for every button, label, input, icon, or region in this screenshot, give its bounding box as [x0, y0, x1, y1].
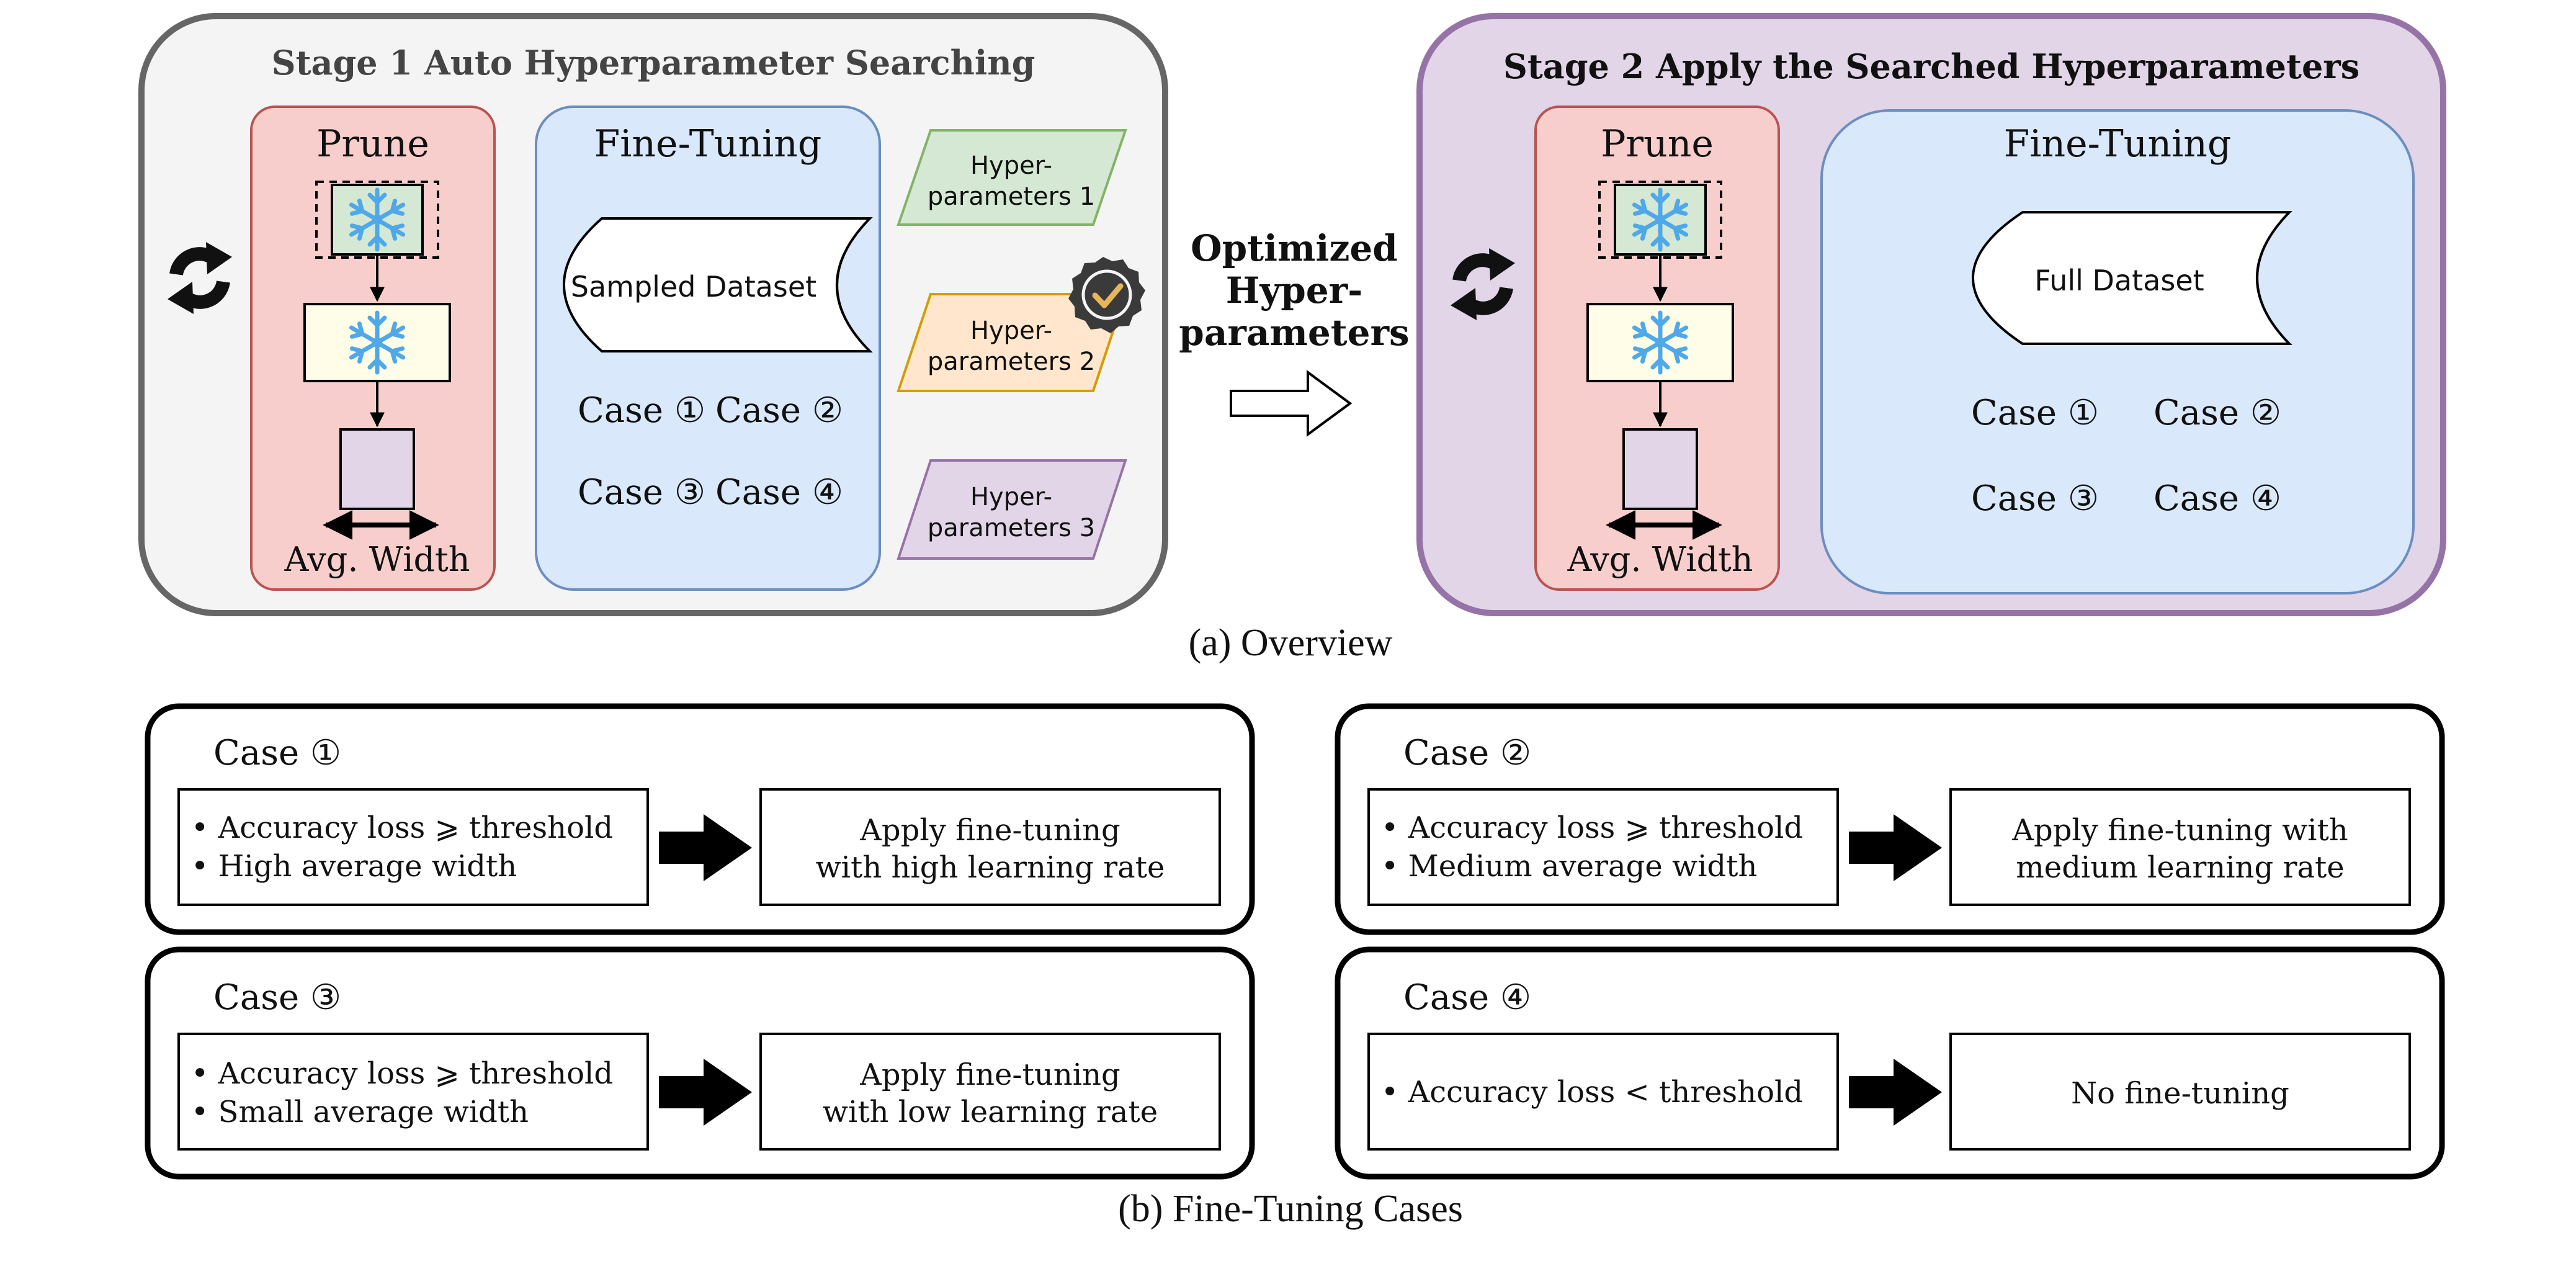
- hyperparameters-2: Hyper- parameters 2: [897, 257, 1145, 392]
- stage1-case-4: Case ④: [715, 472, 843, 513]
- case-condition: • Accuracy loss ⩾ threshold: [1381, 810, 1803, 845]
- case-action: medium learning rate: [2016, 850, 2344, 885]
- stage1-finetune-box: Fine-Tuning Sampled Dataset Case ① Case …: [535, 105, 881, 591]
- stage2-case-1: Case ①: [1971, 393, 2099, 433]
- stage2-finetune-label: Fine-Tuning: [2004, 122, 2232, 166]
- case-action: Apply fine-tuning with: [2011, 813, 2348, 848]
- stage2-dataset-label: Full Dataset: [2034, 264, 2204, 297]
- middle-line2: Hyper-: [1226, 269, 1363, 312]
- middle-line1: Optimized: [1191, 227, 1398, 269]
- case-panel-3: Case ③ • Accuracy loss ⩾ threshold • Sma…: [145, 946, 1255, 1180]
- case-condition: • Accuracy loss < threshold: [1381, 1075, 1803, 1110]
- case-panel-4: Case ④ • Accuracy loss < threshold No fi…: [1335, 946, 2445, 1180]
- stage1-prune-box: Prune Avg. Width: [250, 105, 496, 591]
- solid-arrow-icon: [659, 814, 752, 881]
- stage1-case-2: Case ②: [715, 390, 843, 431]
- stage1-case-1: Case ①: [578, 390, 705, 431]
- hollow-arrow-icon: [1230, 370, 1353, 437]
- case-condition: • Medium average width: [1381, 849, 1757, 884]
- stage1-finetune-label: Fine-Tuning: [594, 122, 822, 166]
- stage2-title: Stage 2 Apply the Searched Hyperparamete…: [1503, 47, 2359, 86]
- case-panel-title: Case ②: [1403, 733, 1531, 773]
- stage1-case-3: Case ③: [578, 472, 705, 513]
- stage2-panel: Stage 2 Apply the Searched Hyperparamete…: [1416, 13, 2446, 616]
- hyper2-line1: Hyper-: [970, 316, 1052, 345]
- case-action: Apply fine-tuning: [859, 1057, 1120, 1092]
- verified-badge-icon: [1068, 257, 1145, 333]
- stage1-panel: Stage 1 Auto Hyperparameter Searching Pr…: [138, 13, 1168, 616]
- case-panel-title: Case ③: [213, 977, 341, 1018]
- case-condition: • Accuracy loss ⩾ threshold: [191, 810, 613, 845]
- stage1-dataset-label: Sampled Dataset: [571, 270, 816, 303]
- dataset-shape: [1972, 211, 2292, 345]
- dataset-shape: [563, 217, 873, 352]
- stage2-finetune-box: Fine-Tuning Full Dataset Case ① Case ② C…: [1820, 109, 2415, 595]
- case-condition: • High average width: [191, 849, 517, 884]
- middle-line3: parameters: [1179, 312, 1409, 354]
- case-panel-1: Case ① • Accuracy loss ⩾ threshold • Hig…: [145, 703, 1255, 935]
- stage1-title: Stage 1 Auto Hyperparameter Searching: [272, 43, 1035, 83]
- caption-b: (b) Fine-Tuning Cases: [1118, 1188, 1463, 1230]
- solid-arrow-icon: [1849, 814, 1942, 881]
- hyper1-line2: parameters 1: [928, 182, 1095, 211]
- case-action: with low learning rate: [823, 1095, 1158, 1129]
- stage2-prune-label: Prune: [1601, 122, 1714, 166]
- case-panel-title: Case ①: [213, 733, 341, 773]
- stage2-avg-width-label: Avg. Width: [1567, 540, 1753, 579]
- hyper3-line1: Hyper-: [970, 483, 1052, 511]
- hyper1-line1: Hyper-: [970, 151, 1052, 180]
- case-condition: • Accuracy loss ⩾ threshold: [191, 1056, 613, 1091]
- case-panel-2: Case ② • Accuracy loss ⩾ threshold • Med…: [1335, 703, 2445, 935]
- case-action: with high learning rate: [816, 850, 1165, 885]
- solid-arrow-icon: [659, 1059, 752, 1126]
- solid-arrow-icon: [1849, 1059, 1942, 1126]
- case-action: Apply fine-tuning: [859, 813, 1120, 848]
- hyper3-line2: parameters 3: [928, 514, 1095, 542]
- optimized-hyperparameters-label: Optimized Hyper- parameters: [1179, 227, 1410, 437]
- case-action: No fine-tuning: [2071, 1076, 2289, 1111]
- stage2-case-2: Case ②: [2153, 393, 2281, 433]
- case-condition: • Small average width: [191, 1095, 529, 1129]
- caption-a: (a) Overview: [1189, 622, 1393, 664]
- case-panel-title: Case ④: [1403, 977, 1531, 1018]
- stage1-prune-label: Prune: [316, 122, 429, 166]
- hyperparameters-3: Hyper- parameters 3: [897, 459, 1127, 560]
- stage2-prune-box: Prune Avg. Width: [1534, 105, 1780, 591]
- stage2-case-4: Case ④: [2153, 478, 2281, 519]
- hyper2-line2: parameters 2: [928, 348, 1095, 376]
- hyperparameters-1: Hyper- parameters 1: [897, 129, 1127, 226]
- stage2-case-3: Case ③: [1971, 478, 2099, 519]
- stage1-avg-width-label: Avg. Width: [284, 540, 470, 579]
